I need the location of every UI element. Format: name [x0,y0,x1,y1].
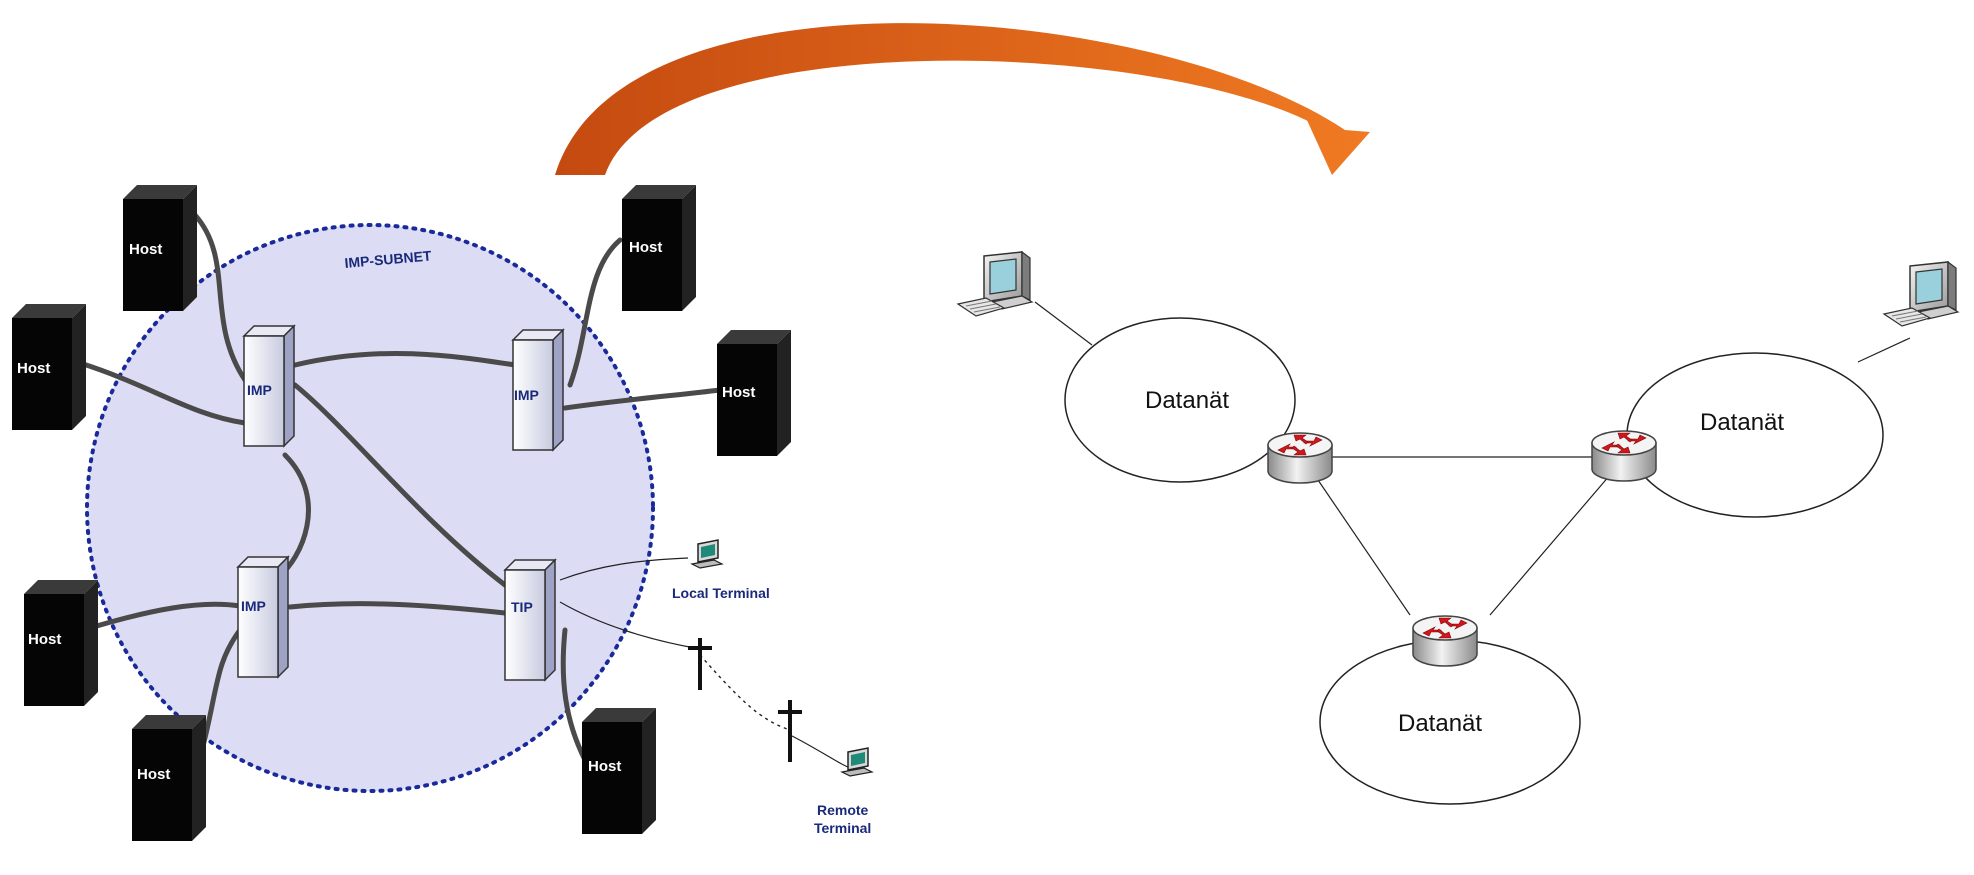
telephone-pole-2 [778,700,802,762]
network-cloud-2: Datanät [1626,352,1884,518]
svg-text:Host: Host [722,384,755,401]
imp-node-3: IMP [237,556,289,678]
remote-terminal-label-2: Terminal [814,820,871,836]
router-icon [1267,432,1333,484]
network-cloud-3: Datanät [1319,639,1581,805]
subnet-label: IMP-SUBNET [344,247,433,271]
host-6: Host [132,715,206,841]
svg-text:Host: Host [129,241,162,258]
host-2: Host [12,304,86,430]
svg-text:Datanät: Datanät [1145,387,1229,414]
computer-icon [1883,261,1959,327]
imp-node-2: IMP [512,329,564,451]
local-terminal-label: Local Terminal [672,585,770,601]
host-3: Host [622,185,696,311]
host-7: Host [582,708,656,834]
svg-text:Datanät: Datanät [1398,710,1482,737]
host-5: Host [24,580,98,706]
transition-arrow [555,23,1370,175]
remote-terminal-icon [841,747,873,777]
arpanet-diagram: IMP-SUBNET Host Host Host [12,185,873,841]
svg-text:Host: Host [17,360,50,377]
tip-node: TIP [504,559,556,681]
svg-text:IMP: IMP [514,387,539,403]
telephone-pole-1 [688,638,712,690]
svg-text:TIP: TIP [511,599,533,615]
router-icon [1591,430,1657,482]
svg-text:Host: Host [28,631,61,648]
local-terminal-icon [691,539,723,569]
remote-terminal-label: Remote [817,802,869,818]
internet-diagram: Datanät Datanät Datanät [957,251,1959,805]
svg-text:Host: Host [629,239,662,256]
host-1: Host [123,185,197,311]
svg-text:IMP: IMP [241,598,266,614]
svg-text:Host: Host [588,758,621,775]
host-4: Host [717,330,791,456]
imp-node-1: IMP [243,325,295,447]
svg-text:Datanät: Datanät [1700,409,1784,436]
network-cloud-1: Datanät [1064,317,1296,483]
svg-text:Host: Host [137,766,170,783]
computer-icon [957,251,1033,317]
router-icon [1412,615,1478,667]
svg-text:IMP: IMP [247,382,272,398]
